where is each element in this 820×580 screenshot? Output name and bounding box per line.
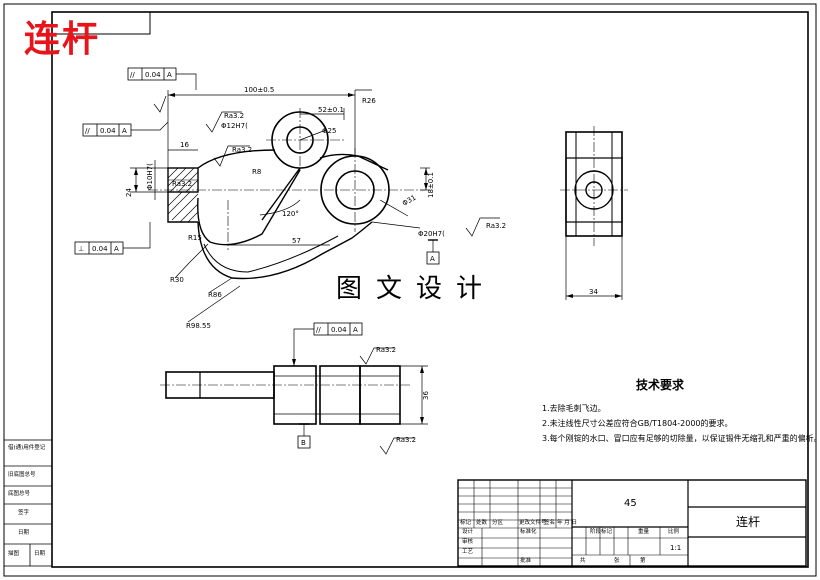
- tech-item: 3.每个刚锭的水口、冒口应有足够的切除量，以保证锻件无缩孔和严重的偏析。: [542, 434, 820, 443]
- outer-border: [3, 3, 817, 577]
- tb-design: 设计: [462, 529, 474, 535]
- dim-phi10: Φ10H7(: [146, 163, 154, 190]
- tol1-datum: A: [167, 71, 172, 79]
- tech-item: 2.未注线性尺寸公差应符合GB/T1804-2000的要求。: [542, 419, 733, 428]
- roughness-2: Ra3.2: [232, 146, 252, 154]
- scale-value: 1:1: [670, 544, 682, 552]
- tb-scale: 比例: [668, 529, 680, 535]
- tb-sheet: 张: [614, 558, 620, 564]
- side-block-grid: [3, 439, 53, 567]
- tol4-datum: A: [353, 326, 358, 334]
- tb-header-mark: 标记: [460, 520, 472, 526]
- tech-title: 技术要求: [636, 378, 685, 392]
- dim-h18: 18±0.1: [427, 172, 435, 198]
- tb-std: 标准化: [520, 529, 537, 535]
- tol2-datum: A: [122, 127, 127, 135]
- part-name: 连杆: [736, 515, 761, 529]
- dim-w16: 16: [180, 141, 189, 149]
- roughness-4: Ra3.2: [172, 180, 192, 188]
- tol2-value: 0.04: [100, 127, 116, 135]
- tb-craft: 工艺: [462, 549, 474, 555]
- dim-side-width: 34: [589, 288, 598, 296]
- roughness-3: Ra3.2: [486, 222, 506, 230]
- side-old-no: 旧底图总号: [8, 472, 36, 478]
- tol1-value: 0.04: [145, 71, 161, 79]
- technical-requirements: 技术要求 1.去除毛刺飞边。 2.未注线性尺寸公差应符合GB/T1804-200…: [542, 376, 820, 446]
- title-block-grid: [457, 479, 807, 567]
- dim-phi20: Φ20H7(: [418, 230, 445, 238]
- dim-w57: 57: [292, 237, 301, 245]
- tb-review: 审核: [462, 539, 474, 545]
- tech-item: 1.去除毛刺飞边。: [542, 404, 606, 413]
- tol2-symbol: //: [85, 127, 90, 135]
- dim-w52: 52±0.1: [318, 106, 344, 114]
- tol3-symbol: ⊥: [78, 245, 84, 253]
- tol3-value: 0.04: [92, 245, 108, 253]
- dim-r26: R26: [362, 97, 376, 105]
- dim-center-distance: 100±0.5: [244, 86, 274, 94]
- top-left-code-box: [51, 11, 151, 35]
- dim-r86: R86: [208, 291, 222, 299]
- side-reg: 借(通)用件登记: [8, 445, 46, 451]
- tb-header-count: 处数: [476, 520, 488, 526]
- drawing-title-stamp: 连杆: [24, 19, 101, 60]
- tb-total: 共: [580, 558, 586, 564]
- tb-header-zone: 分区: [492, 520, 504, 526]
- dim-h24: 24: [125, 188, 133, 197]
- roughness-1: Ra3.2: [224, 112, 244, 120]
- tol1-symbol: //: [130, 71, 135, 79]
- material-value: 45: [624, 498, 637, 509]
- dim-phi25: Φ25: [322, 127, 336, 135]
- side-sign: 签字: [18, 510, 30, 516]
- tol4-value: 0.04: [331, 326, 347, 334]
- tb-stage: 阶段标记: [590, 529, 613, 535]
- dim-r15: R15: [188, 234, 202, 242]
- dim-r98: R98.55: [186, 322, 211, 330]
- side-view: [560, 126, 628, 300]
- side-trace-date: 日期: [34, 551, 46, 557]
- dim-r30: R30: [170, 276, 184, 284]
- side-trace: 描图: [8, 551, 20, 557]
- tb-header-doc: 更改文件号: [519, 520, 547, 526]
- dim-phi31: Φ31: [401, 194, 417, 208]
- datum-b-label: B: [301, 439, 306, 447]
- tol4-symbol: //: [316, 326, 321, 334]
- tb-weight: 重量: [638, 529, 650, 535]
- datum-a-label: A: [430, 255, 435, 263]
- bottom-view: [160, 322, 428, 455]
- dim-angle: 120°: [282, 210, 299, 218]
- tb-no: 第: [640, 558, 646, 564]
- roughness-5: Ra3.2: [376, 346, 396, 354]
- tol3-datum: A: [114, 245, 119, 253]
- tb-approve: 批准: [520, 558, 532, 564]
- tb-header-sign: 签名: [544, 520, 556, 526]
- side-date: 日期: [18, 530, 30, 536]
- dim-r8: R8: [252, 168, 261, 176]
- watermark-text: 图文设计: [336, 274, 497, 304]
- front-view: [74, 67, 500, 323]
- dim-bottom-height: 36: [422, 391, 430, 400]
- side-base-no: 底图总号: [8, 491, 31, 497]
- inner-frame: [51, 11, 809, 568]
- dim-phi12: Φ12H7(: [221, 122, 248, 130]
- roughness-6: Ra3.2: [396, 436, 416, 444]
- tb-header-date: 年 月 日: [557, 520, 577, 526]
- front-view-labels: 100±0.5 R26 52±0.1 Φ12H7( Φ25 16 R8 18±0…: [78, 71, 506, 330]
